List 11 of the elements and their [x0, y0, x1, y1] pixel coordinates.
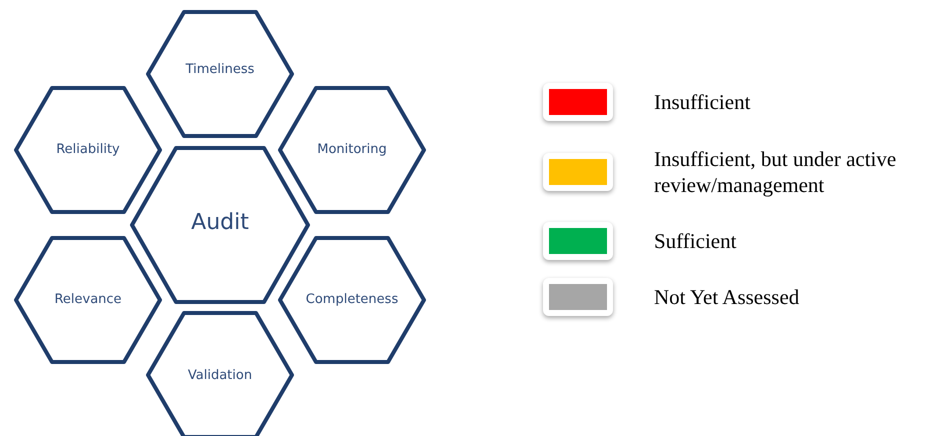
hexagon-label: Relevance [54, 292, 122, 308]
hexagon-label: Monitoring [317, 142, 387, 158]
hexagon-label: Completeness [306, 292, 398, 308]
hexagon-label: Validation [188, 368, 252, 384]
hexagon-label: Reliability [56, 142, 120, 158]
hexagon-label: Timeliness [186, 62, 254, 78]
legend-label: Insufficient [654, 89, 752, 115]
legend-label: Not Yet Assessed [654, 284, 800, 310]
hexagon-label: Audit [191, 210, 249, 235]
legend-label: Insufficient, but under active review/management [654, 146, 898, 198]
legend-label: Sufficient [654, 228, 738, 254]
